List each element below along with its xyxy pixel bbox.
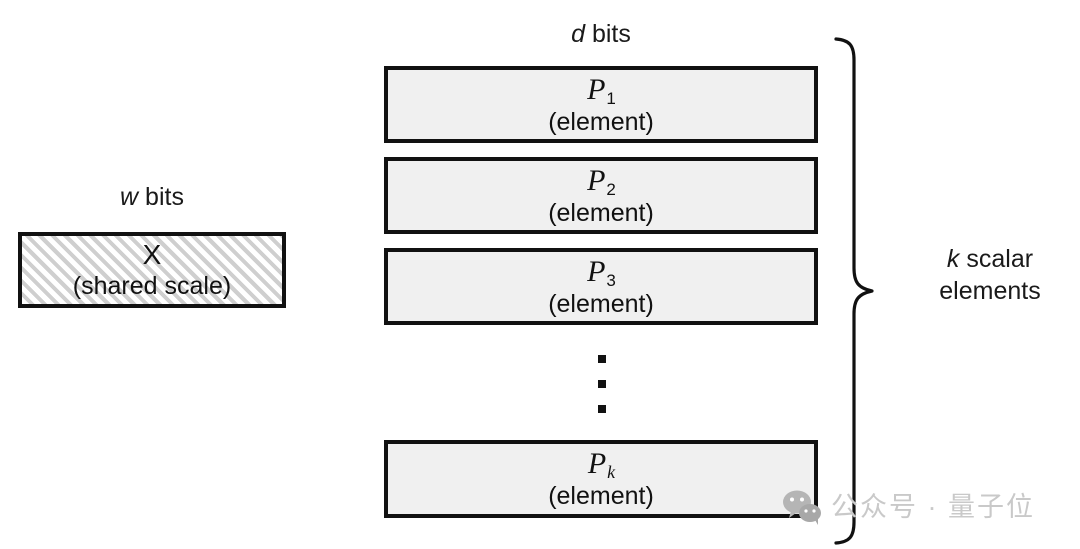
ellipsis-dot (598, 355, 606, 363)
vertical-ellipsis (596, 355, 608, 413)
element-block-3: P3 (element) (384, 248, 818, 325)
element-block-3-caption: (element) (548, 289, 654, 318)
element-block-1: P1 (element) (384, 66, 818, 143)
k-scalar-elements-label: k scalar elements (900, 243, 1080, 307)
element-block-k-caption: (element) (548, 482, 654, 510)
watermark-text: 公众号 · 量子位 (831, 491, 1035, 522)
element-block-2: P2 (element) (384, 157, 818, 234)
k-elements-text: elements (939, 277, 1041, 305)
right-curly-brace (834, 37, 874, 545)
watermark: 公众号 · 量子位 (782, 482, 1035, 532)
ellipsis-dot (598, 380, 606, 388)
d-bits-unit: bits (585, 20, 631, 48)
k-variable: k (946, 245, 960, 273)
element-block-1-caption: (element) (548, 107, 654, 136)
element-block-2-symbol: P2 (587, 163, 616, 199)
shared-scale-caption: (shared scale) (72, 272, 232, 300)
element-block-3-symbol: P3 (587, 254, 616, 290)
k-scalar-text: scalar (959, 245, 1034, 273)
element-block-2-caption: (element) (548, 198, 654, 227)
element-block-1-symbol: P1 (587, 72, 616, 108)
shared-scale-symbol: X (142, 239, 162, 270)
w-bits-label: w bits (0, 183, 304, 213)
shared-scale-block: X (shared scale) (18, 232, 286, 308)
d-bits-variable: d (571, 20, 586, 48)
element-block-k-symbol: Pk (587, 447, 616, 482)
w-bits-variable: w (120, 183, 139, 211)
w-bits-unit: bits (138, 183, 184, 211)
element-block-k: Pk (element) (384, 440, 818, 518)
ellipsis-dot (598, 405, 606, 413)
wechat-icon (783, 490, 821, 525)
d-bits-label: d bits (384, 20, 818, 50)
